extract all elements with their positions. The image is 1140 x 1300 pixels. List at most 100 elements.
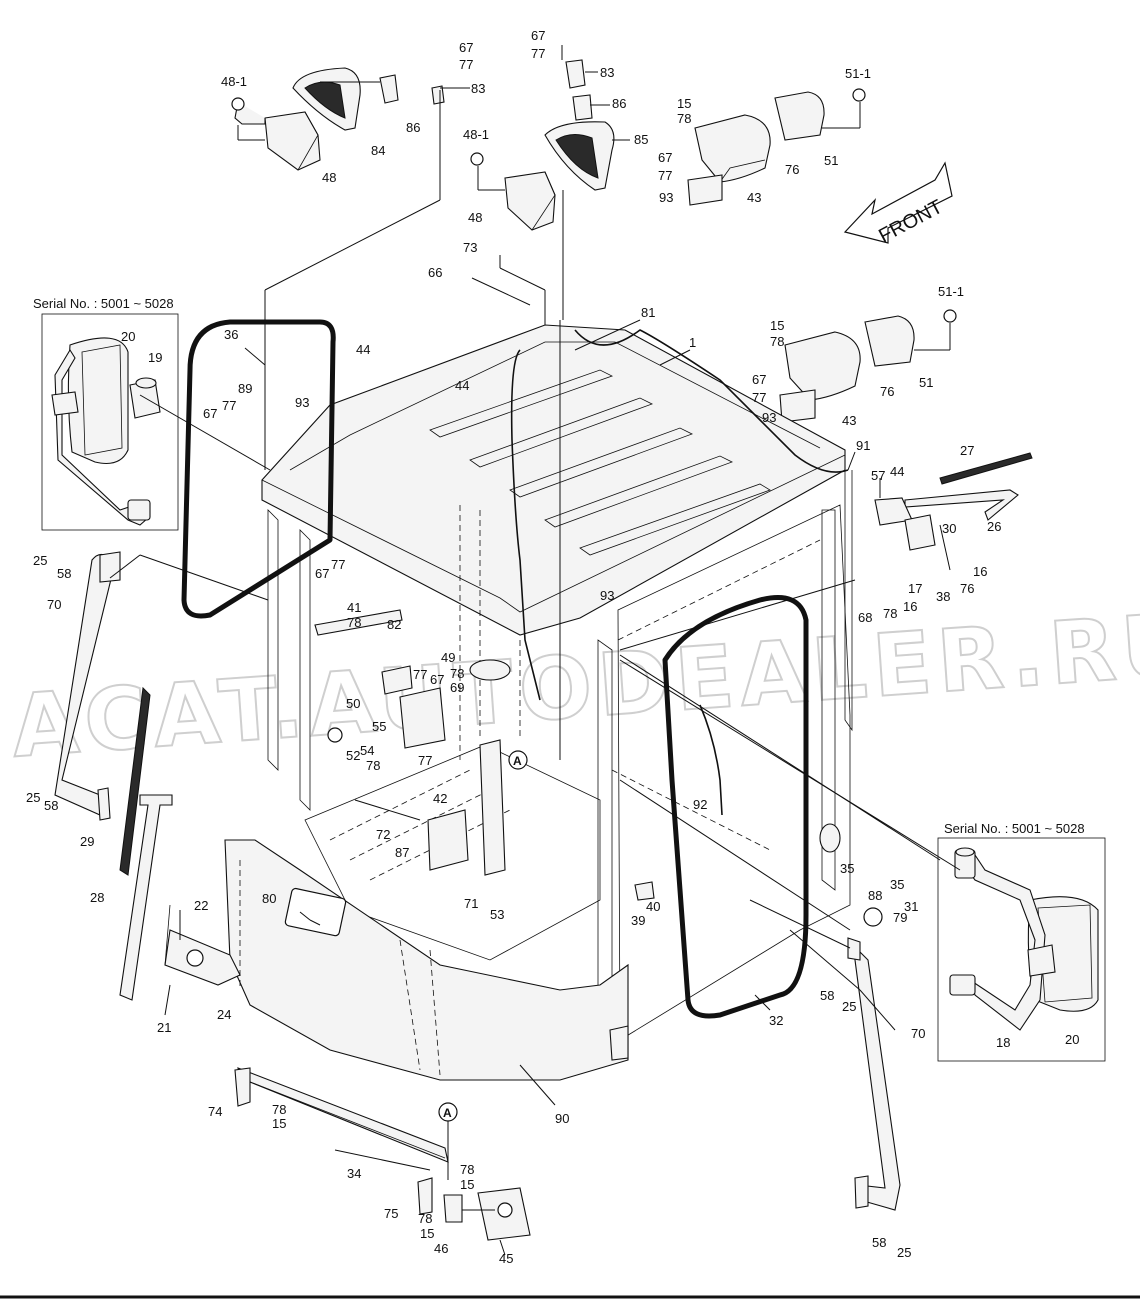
part-number-label: 21 xyxy=(157,1020,171,1035)
part-number-label: 78 xyxy=(450,666,464,681)
part-number-label: 43 xyxy=(842,413,856,428)
part-number-label: 15 xyxy=(272,1116,286,1131)
door-seal-32 xyxy=(662,595,809,1019)
part-number-label: 86 xyxy=(406,120,420,135)
part-number-label: 58 xyxy=(57,566,71,581)
part-number-label: 1 xyxy=(689,335,696,350)
part-number-label: 93 xyxy=(295,395,309,410)
part-number-label: 25 xyxy=(897,1245,911,1260)
circle-marker-a-top-text: A xyxy=(513,754,522,768)
part-number-label: 93 xyxy=(762,410,776,425)
wire-harness-81 xyxy=(510,349,541,701)
part-number-label: 15 xyxy=(770,318,784,333)
part-number-label: 67 xyxy=(430,672,444,687)
part-number-label: 49 xyxy=(441,650,455,665)
part-number-label: 70 xyxy=(911,1026,925,1041)
lamp-bracket-mid-right xyxy=(779,309,957,423)
part-number-label: 29 xyxy=(80,834,94,849)
part-number-label: 67 xyxy=(315,566,329,581)
part-number-label: 48-1 xyxy=(463,127,489,142)
part-number-label: 78 xyxy=(272,1102,286,1117)
part-number-label: 20 xyxy=(121,329,135,344)
part-number-label: 51-1 xyxy=(845,66,871,81)
part-number-label: 51 xyxy=(824,153,838,168)
part-number-label: 26 xyxy=(987,519,1001,534)
part-number-label: 77 xyxy=(222,398,236,413)
circle-marker-a-bottom: A xyxy=(438,1102,458,1180)
part-number-label: 78 xyxy=(677,111,691,126)
part-number-label: 22 xyxy=(194,898,208,913)
leader-lines xyxy=(109,45,961,1256)
mirror-housing-85 xyxy=(544,59,615,191)
wiper-motor-24 xyxy=(164,904,241,986)
part-number-label: 72 xyxy=(376,827,390,842)
circle-marker-a-bottom-text: A xyxy=(443,1106,452,1120)
part-number-label: 15 xyxy=(420,1226,434,1241)
side-mirror-icon xyxy=(51,337,161,526)
part-number-label: 44 xyxy=(455,378,469,393)
part-number-label: 35 xyxy=(890,877,904,892)
part-number-label: 74 xyxy=(208,1104,222,1119)
part-number-label: 77 xyxy=(459,57,473,72)
wiper-blade-29 xyxy=(119,686,151,876)
part-number-label: 93 xyxy=(659,190,673,205)
rear-glass-seal-36 xyxy=(181,319,336,619)
part-number-label: 82 xyxy=(387,617,401,632)
part-number-label: 78 xyxy=(366,758,380,773)
serial-box-left: Serial No. : 5001 ~ 5028 xyxy=(33,296,179,531)
part-number-label: 78 xyxy=(770,334,784,349)
part-number-label: 28 xyxy=(90,890,104,905)
part-number-label: 75 xyxy=(384,1206,398,1221)
part-number-label: 77 xyxy=(658,168,672,183)
part-number-label: 44 xyxy=(356,342,370,357)
part-number-label: 25 xyxy=(26,790,40,805)
front-direction-arrow: FRONT xyxy=(843,161,953,248)
part-number-label: 67 xyxy=(531,28,545,43)
part-number-label: 58 xyxy=(872,1235,886,1250)
serial-box-right: Serial No. : 5001 ~ 5028 xyxy=(937,821,1106,1062)
part-number-label: 48 xyxy=(322,170,336,185)
part-number-label: 51 xyxy=(919,375,933,390)
part-number-label: 53 xyxy=(490,907,504,922)
part-number-label: 86 xyxy=(612,96,626,111)
part-number-label: 77 xyxy=(413,667,427,682)
part-number-label: 50 xyxy=(346,696,360,711)
serial-box-left-title: Serial No. : 5001 ~ 5028 xyxy=(33,296,174,311)
part-number-label: 81 xyxy=(641,305,655,320)
part-number-label: 88 xyxy=(868,888,882,903)
part-number-label: 78 xyxy=(460,1162,474,1177)
part-number-label: 42 xyxy=(433,791,447,806)
part-number-label: 58 xyxy=(44,798,58,813)
wire-harness-91 xyxy=(574,329,849,473)
part-labels: 67778386844848-167778386854848-115786777… xyxy=(26,28,1079,1266)
part-number-label: 67 xyxy=(203,406,217,421)
part-number-label: 83 xyxy=(600,65,614,80)
part-number-label: 77 xyxy=(752,390,766,405)
part-number-label: 66 xyxy=(428,265,442,280)
part-number-label: 32 xyxy=(769,1013,783,1028)
part-number-label: 67 xyxy=(658,150,672,165)
part-number-label: 38 xyxy=(936,589,950,604)
handrail-right-70 xyxy=(847,937,901,1211)
wiper-arm-28 xyxy=(119,794,173,1001)
cab-frame xyxy=(224,324,883,1081)
part-number-label: 77 xyxy=(418,753,432,768)
part-number-label: 16 xyxy=(903,599,917,614)
sunshade-34 xyxy=(234,1067,463,1223)
part-number-label: 44 xyxy=(890,464,904,479)
part-number-label: 57 xyxy=(871,468,885,483)
part-number-label: 18 xyxy=(996,1035,1010,1050)
part-number-label: 90 xyxy=(555,1111,569,1126)
part-number-label: 15 xyxy=(460,1177,474,1192)
circle-marker-a-top: A xyxy=(508,750,528,770)
part-number-label: 78 xyxy=(883,606,897,621)
part-number-label: 85 xyxy=(634,132,648,147)
work-lamp-left xyxy=(231,97,321,171)
part-number-label: 67 xyxy=(752,372,766,387)
part-number-label: 71 xyxy=(464,896,478,911)
part-number-label: 31 xyxy=(904,899,918,914)
serial-box-right-title: Serial No. : 5001 ~ 5028 xyxy=(944,821,1085,836)
part-number-label: 51-1 xyxy=(938,284,964,299)
part-number-label: 48 xyxy=(468,210,482,225)
